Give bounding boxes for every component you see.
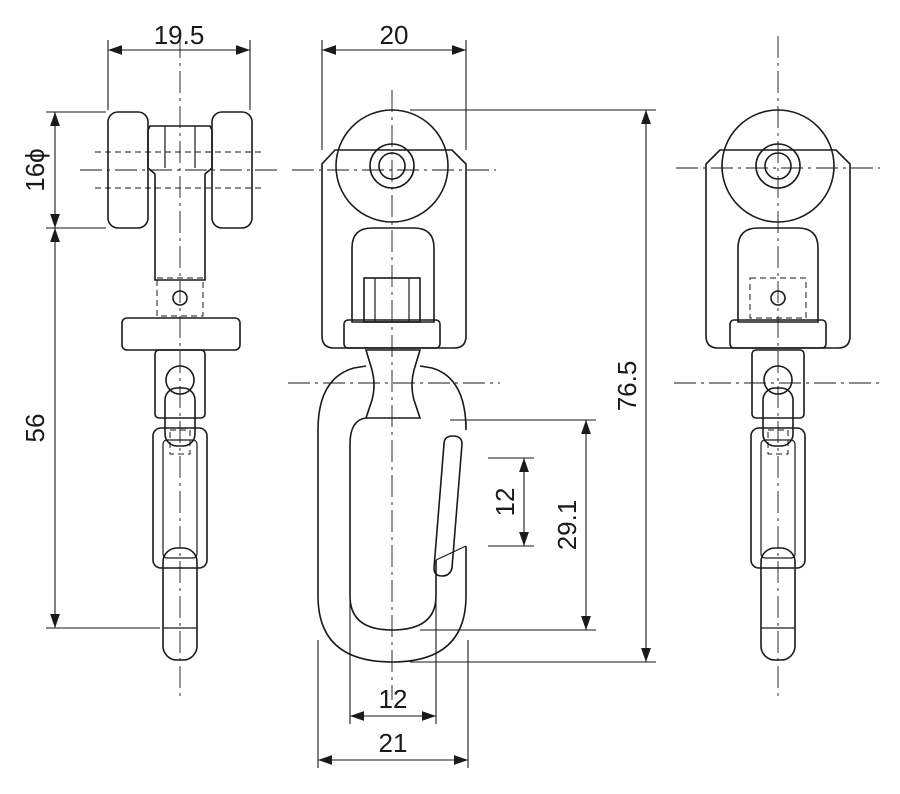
side-upper-link bbox=[164, 387, 196, 447]
side-dimensions: 19.5 16ϕ 56 bbox=[20, 20, 251, 629]
back-wheel-axle bbox=[764, 152, 792, 180]
dim-inner-width: 12 bbox=[379, 684, 408, 714]
front-view bbox=[288, 90, 500, 700]
back-inner-block bbox=[737, 227, 819, 323]
dim-gate-length: 12 bbox=[490, 488, 520, 517]
back-lower-link-inner bbox=[760, 439, 796, 559]
back-nut bbox=[749, 277, 807, 319]
front-gate-tip bbox=[435, 545, 467, 561]
dim-left-width: 19.5 bbox=[154, 20, 205, 50]
front-frame bbox=[321, 149, 467, 349]
back-view bbox=[674, 36, 882, 700]
dim-front-width: 20 bbox=[380, 20, 409, 50]
side-hook-tail bbox=[162, 547, 198, 661]
dim-opening-length: 29.1 bbox=[552, 500, 582, 551]
side-view bbox=[80, 36, 280, 700]
back-swivel-eye bbox=[763, 365, 793, 395]
back-flange bbox=[729, 319, 827, 349]
back-wheel bbox=[721, 109, 835, 223]
side-flange bbox=[121, 317, 241, 351]
dim-left-height: 56 bbox=[20, 414, 50, 443]
dim-outer-width: 21 bbox=[379, 728, 408, 758]
dim-wheel-diameter: 16ϕ bbox=[20, 148, 50, 191]
back-lower-link bbox=[750, 427, 806, 569]
back-hook-tail bbox=[760, 547, 796, 661]
side-link-hidden-slot bbox=[169, 429, 191, 455]
back-link-hidden-slot bbox=[767, 429, 789, 455]
front-neck bbox=[364, 349, 422, 419]
front-inner-block bbox=[351, 227, 435, 323]
front-dimensions: 20 76.5 29.1 12 12 21 bbox=[317, 20, 656, 768]
back-upper-link bbox=[762, 387, 794, 447]
side-left-wheel bbox=[107, 111, 149, 229]
side-lower-link bbox=[152, 427, 208, 569]
front-flange bbox=[343, 319, 441, 349]
front-wheel-axle bbox=[378, 152, 406, 180]
side-nut bbox=[156, 277, 204, 317]
front-hook-outer-right bbox=[419, 365, 467, 431]
side-bracket bbox=[147, 125, 213, 281]
side-swivel-body bbox=[154, 349, 206, 419]
dim-overall-height: 76.5 bbox=[612, 361, 642, 412]
front-nut bbox=[363, 277, 421, 323]
back-swivel-body bbox=[751, 349, 805, 419]
back-wheel-hub bbox=[755, 143, 801, 189]
side-rivet bbox=[172, 290, 188, 306]
front-wheel bbox=[335, 109, 449, 223]
front-hook-outer bbox=[317, 365, 467, 663]
front-hook-inner bbox=[349, 417, 437, 631]
back-rivet bbox=[770, 290, 786, 306]
side-right-wheel bbox=[211, 111, 253, 229]
front-wheel-hub bbox=[369, 143, 415, 189]
front-gate bbox=[433, 435, 463, 577]
side-swivel-eye bbox=[165, 365, 195, 395]
side-lower-link-inner bbox=[162, 439, 198, 559]
back-frame bbox=[705, 149, 851, 349]
